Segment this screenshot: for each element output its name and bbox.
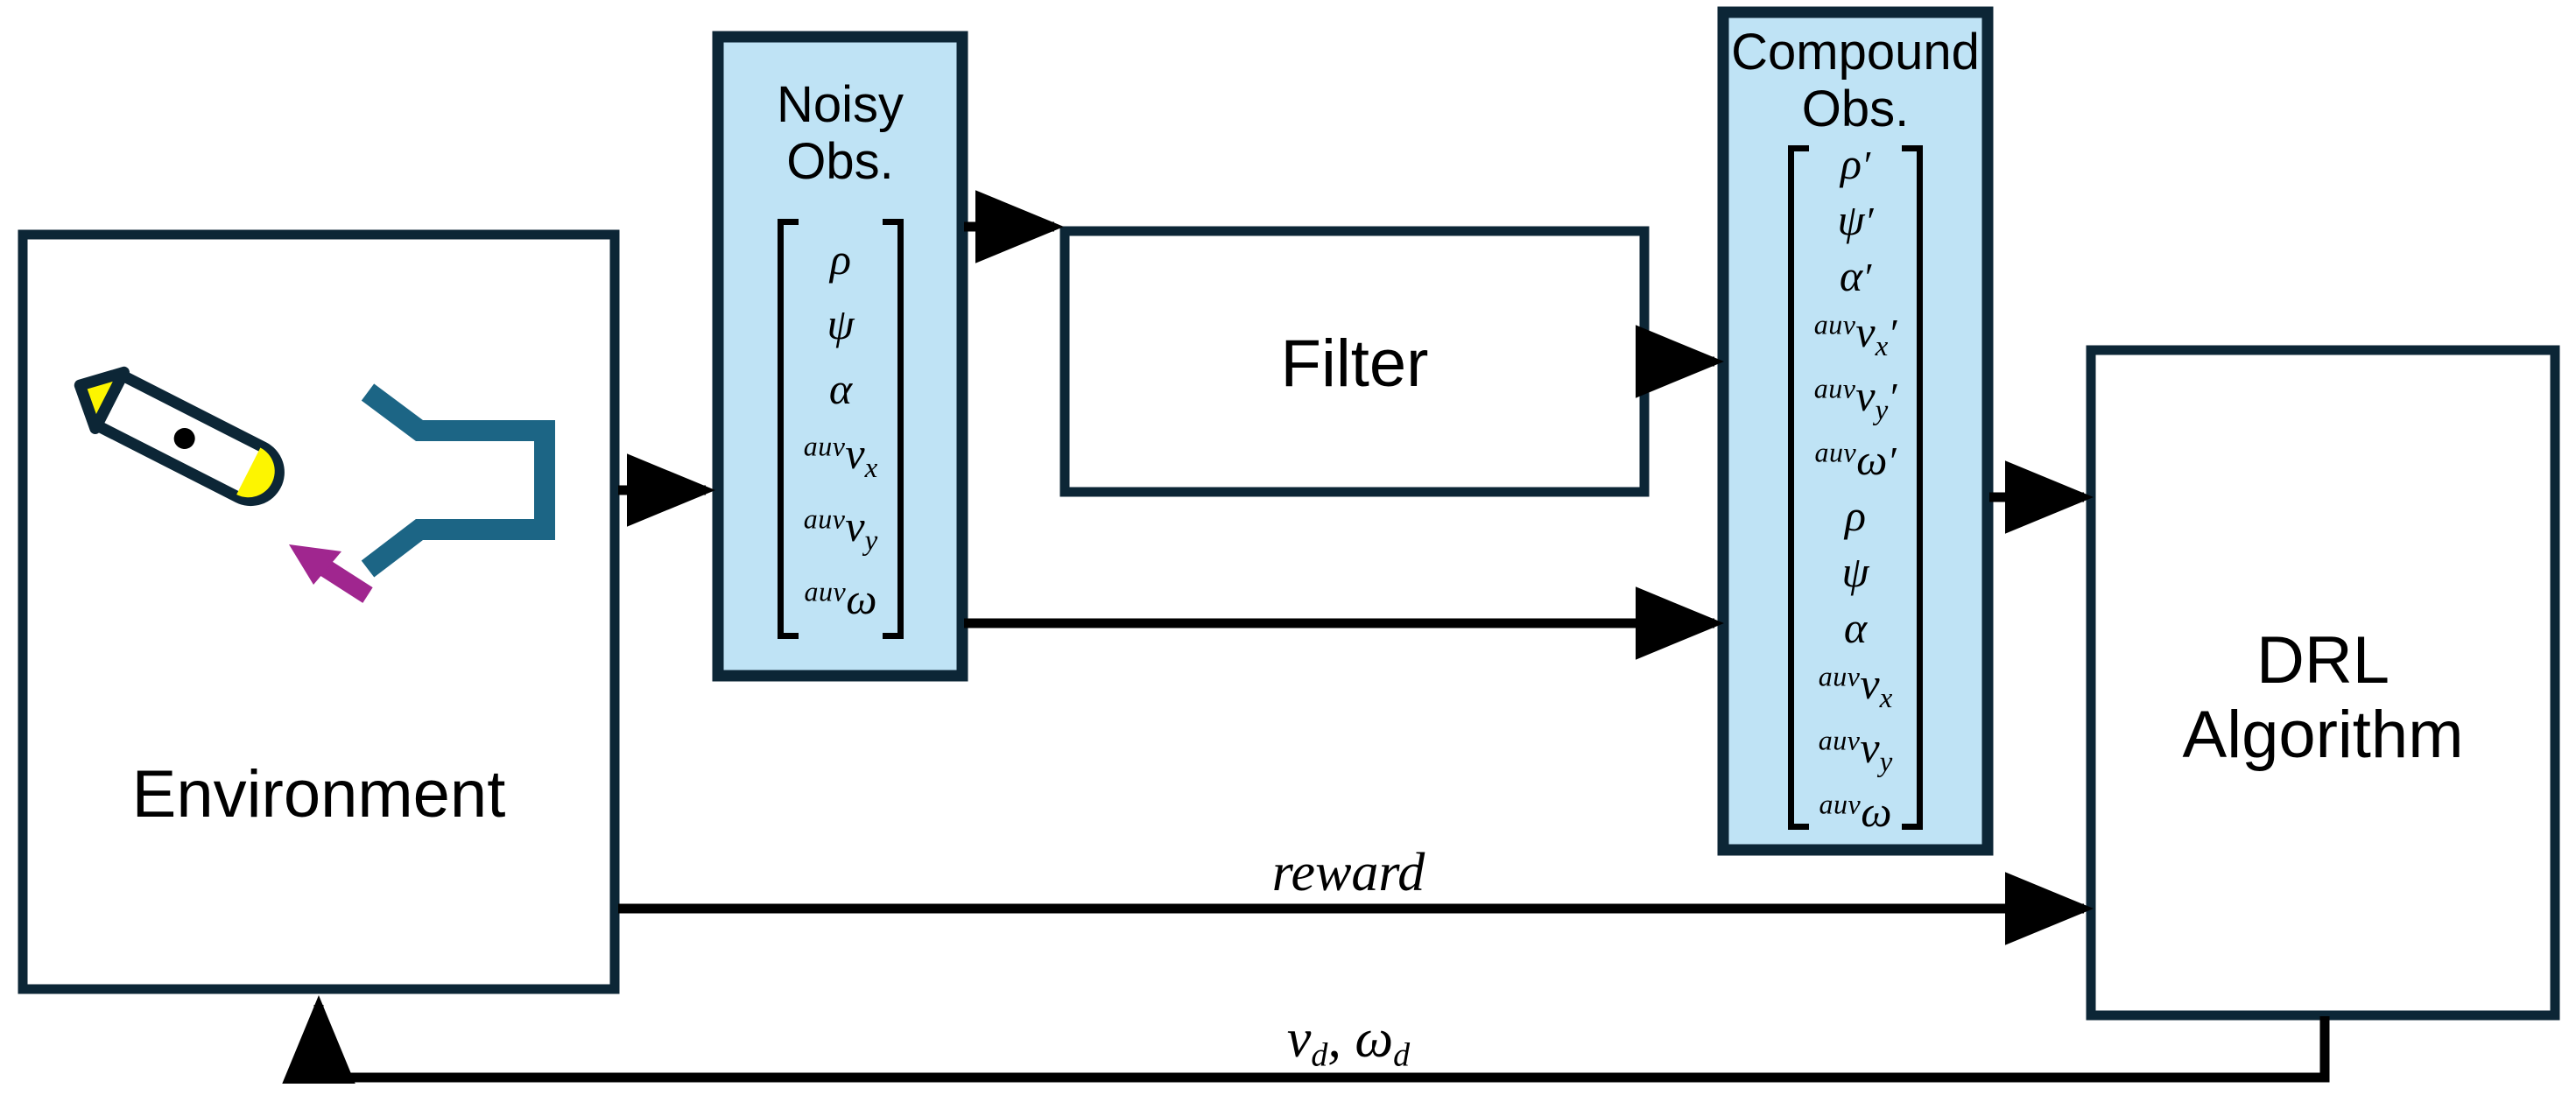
compound-obs-title-line2: Obs. <box>1801 80 1910 137</box>
noisy-obs-title-line1: Noisy <box>776 76 904 133</box>
vector-element: auvvy <box>1818 722 1893 778</box>
vector-element: ρ′ <box>1840 139 1871 189</box>
vector-element: auvω′ <box>1814 435 1897 484</box>
environment-block[interactable] <box>18 229 620 994</box>
vector-element: auvvy′ <box>1813 371 1897 426</box>
drl-label: DRL Algorithm <box>2091 623 2555 772</box>
compound-obs-title-line1: Compound <box>1731 24 1980 81</box>
vector-element: auvvx <box>803 429 878 484</box>
docking-station <box>361 383 555 578</box>
environment-label: Environment <box>131 757 506 832</box>
reward-label: reward <box>1271 843 1425 902</box>
action-omega-subscript: d <box>1393 1036 1411 1074</box>
vector-element: auvvx <box>1818 659 1893 714</box>
drl-block[interactable] <box>2086 345 2560 1021</box>
action-v-symbol: v <box>1286 1009 1312 1069</box>
vector-element: auvω <box>804 573 877 623</box>
compound-obs-block[interactable] <box>1717 6 1994 856</box>
vector-element: α <box>828 364 853 414</box>
compound-obs-title: Compound Obs. <box>1714 24 1996 138</box>
noisy-obs-block[interactable] <box>712 31 968 682</box>
vector-element: auvvx′ <box>1813 307 1897 363</box>
vector-element: ψ <box>1841 547 1869 596</box>
water-current-arrow <box>289 544 373 603</box>
filter-label: Filter <box>1280 326 1429 401</box>
auv-vehicle <box>74 366 285 507</box>
vector-element: α′ <box>1839 251 1872 301</box>
action-comma: , <box>1327 1009 1341 1069</box>
action-label: vd, ωd <box>1165 1008 1532 1075</box>
vector-element: ρ <box>830 235 851 284</box>
action-omega-symbol: ω <box>1355 1009 1394 1069</box>
vector-element: auvω <box>1819 786 1892 836</box>
vector-element: ψ <box>827 299 855 349</box>
drl-label-line1: DRL <box>2256 623 2390 698</box>
action-v-subscript: d <box>1311 1036 1328 1074</box>
noisy-obs-title: Noisy Obs. <box>718 76 962 191</box>
noisy-obs-title-line2: Obs. <box>786 132 894 190</box>
vector-element: auvvy <box>803 502 878 557</box>
vector-element: α <box>1843 603 1868 652</box>
drl-label-line2: Algorithm <box>2182 698 2464 773</box>
matrix-bracket-right <box>1900 145 1924 830</box>
matrix-bracket-right <box>881 219 904 639</box>
vector-element: ρ <box>1845 491 1866 540</box>
vector-element: ψ′ <box>1837 195 1874 245</box>
arrow-action-drl-to-env <box>282 994 2330 1084</box>
matrix-bracket-left <box>777 219 800 639</box>
matrix-bracket-left <box>1787 145 1811 830</box>
